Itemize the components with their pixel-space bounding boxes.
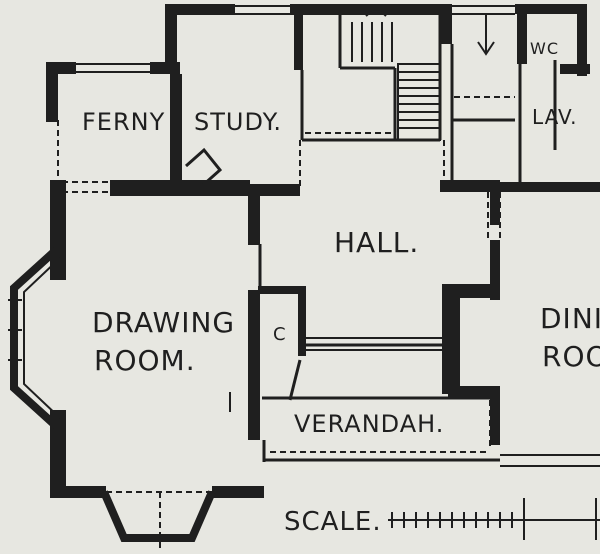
wall-dining-left-lower bbox=[490, 395, 500, 445]
wall-lav-left bbox=[517, 4, 527, 64]
arrow-down-icon bbox=[477, 14, 495, 56]
label-lav: LAV. bbox=[532, 105, 577, 129]
wall-hall-right bbox=[490, 185, 500, 225]
study-fireplace bbox=[185, 147, 223, 188]
label-hall: HALL. bbox=[334, 226, 419, 259]
bay-window bbox=[10, 247, 59, 429]
label-wc: WC bbox=[530, 39, 559, 58]
bottom-bay bbox=[100, 490, 216, 542]
label-verandah: VERANDAH. bbox=[294, 410, 444, 438]
wall-right-top bbox=[440, 4, 452, 44]
wall-drawing-bottom-right bbox=[212, 486, 264, 498]
wall-study-left bbox=[165, 4, 177, 74]
label-dining-room-1: DINI bbox=[540, 302, 600, 335]
wall-ferny-top-right bbox=[150, 62, 180, 74]
label-drawing-room-2: ROOM. bbox=[94, 344, 196, 377]
chimney-bottom bbox=[448, 386, 500, 398]
wall-drawing-top bbox=[110, 180, 250, 196]
wall-drawing-left-lower bbox=[50, 410, 66, 498]
wall-closet-top bbox=[258, 286, 306, 294]
wall-hall-top-left bbox=[250, 184, 300, 196]
label-ferny: FERNY bbox=[82, 108, 165, 136]
dashed-openings bbox=[57, 96, 515, 548]
wall-top-mid bbox=[290, 4, 440, 15]
label-dining-room-2: ROO bbox=[542, 340, 600, 373]
walls bbox=[46, 4, 600, 498]
wall-lav-right bbox=[577, 4, 587, 76]
wall-ferny-left bbox=[46, 62, 58, 122]
label-closet: C bbox=[273, 324, 287, 345]
staircase bbox=[351, 10, 441, 141]
wall-drawing-bottom-left bbox=[50, 486, 106, 498]
scale-bar bbox=[388, 498, 600, 540]
wall-top-study bbox=[165, 4, 235, 15]
wall-closet-right bbox=[298, 286, 306, 356]
label-drawing-room-1: DRAWING bbox=[92, 306, 235, 339]
wall-study-right bbox=[294, 15, 303, 70]
wall-study-left-lower bbox=[170, 74, 182, 184]
wall-wc-bottom bbox=[560, 64, 590, 74]
label-scale: SCALE. bbox=[284, 507, 382, 537]
label-study: STUDY. bbox=[194, 108, 282, 136]
bay-window-inner bbox=[8, 257, 61, 419]
wall-dining-left bbox=[490, 240, 500, 300]
wall-top-right bbox=[515, 4, 585, 14]
wall-hall-right-top bbox=[440, 180, 500, 192]
wall-drawing-right-lower bbox=[248, 290, 260, 440]
windows bbox=[76, 5, 600, 467]
wall-lav-bottom bbox=[524, 182, 600, 190]
chimney-left bbox=[442, 284, 460, 394]
